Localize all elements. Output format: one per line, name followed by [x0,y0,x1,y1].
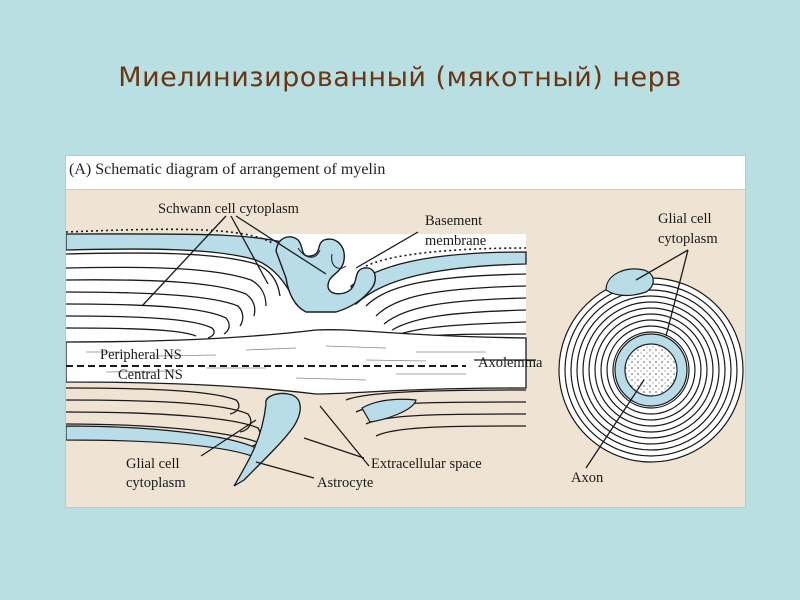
cross-section [558,268,744,463]
glial-cytoplasm-cross [605,268,654,297]
label-central-ns: Central NS [118,367,183,383]
leader-lines [141,215,689,479]
slide-title: Миелинизированный (мякотный) нерв [118,62,682,93]
label-basement-membrane-2: membrane [425,233,486,249]
label-schwann-cytoplasm: Schwann cell cytoplasm [158,201,300,217]
label-axon: Axon [571,470,604,486]
myelin-diagram: Schwann cell cytoplasm Basement membrane… [66,201,744,491]
label-glial-right-1: Glial cell [658,211,712,227]
glial-cytoplasm-lower [66,425,257,457]
label-extracellular-space: Extracellular space [371,456,482,472]
schwann-cytoplasm-band-right [350,251,527,306]
astrocyte-process [233,392,301,487]
label-axolemma: Axolemma [478,355,543,371]
label-glial-left-1: Glial cell [126,456,180,472]
upper-lamellae [66,235,527,339]
basement-membrane [66,228,527,267]
figure-caption-bar: (A) Schematic diagram of arrangement of … [66,156,745,190]
label-basement-membrane-1: Basement [425,213,482,229]
label-peripheral-ns: Peripheral NS [100,347,182,363]
figure-caption: (A) Schematic diagram of arrangement of … [69,161,386,178]
glial-cytoplasm-lower-right [361,398,417,423]
label-glial-right-2: cytoplasm [658,231,718,247]
myelin-figure: (A) Schematic diagram of arrangement of … [65,155,746,508]
label-astrocyte: Astrocyte [317,475,373,491]
label-glial-left-2: cytoplasm [126,475,186,491]
axoplasm-texture [86,345,486,381]
axon-longitudinal [66,329,527,395]
longitudinal-section [66,228,527,487]
